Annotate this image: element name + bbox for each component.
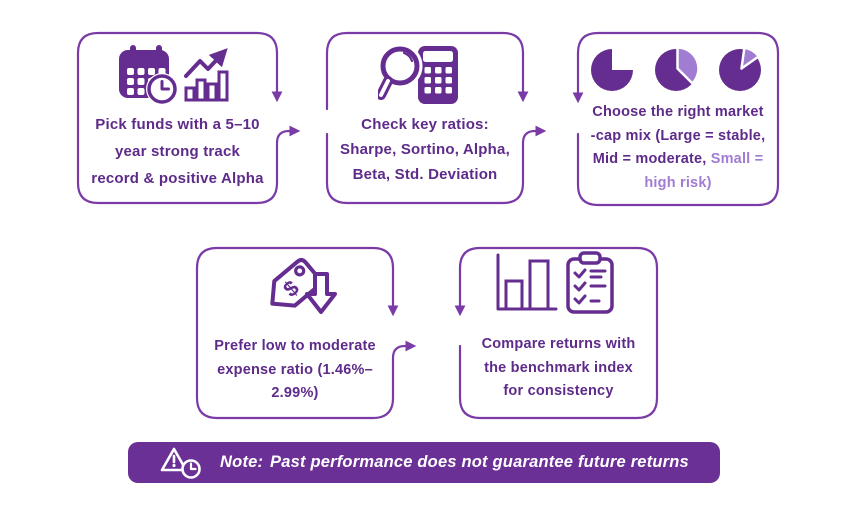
- step-card-5: Compare returns with the benchmark index…: [460, 248, 657, 418]
- text-segment: for consistency: [503, 383, 614, 399]
- step-1-caption: Pick funds with a 5–10 year strong track…: [78, 111, 277, 192]
- caption-line: for consistency: [460, 380, 657, 404]
- text-segment-light: high risk): [644, 174, 712, 191]
- text-segment-light: Small =: [710, 151, 764, 167]
- text-segment: -cap mix (Large = stable,: [590, 127, 766, 144]
- step-2-caption: Check key ratios: Sharpe, Sortino, Alpha…: [327, 112, 523, 187]
- text-segment: record & positive Alpha: [91, 170, 264, 187]
- step-4-caption: Prefer low to moderate expense ratio (1.…: [197, 335, 393, 406]
- text-segment: Compare returns with: [481, 336, 636, 352]
- card-2-down-arrow: [423, 31, 529, 103]
- caption-line: Sharpe, Sortino, Alpha,: [327, 137, 523, 162]
- card-5-border: [458, 246, 659, 420]
- card-1-border: [76, 31, 301, 205]
- checklist-clipboard-icon: [566, 251, 614, 314]
- note-banner: Note: Past performance does not guarante…: [128, 442, 720, 483]
- caption-line: expense ratio (1.46%–: [197, 359, 393, 383]
- caption-line: Check key ratios:: [327, 112, 523, 137]
- caption-line: Prefer low to moderate: [197, 335, 393, 359]
- step-3-caption: Choose the right market -cap mix (Large …: [578, 101, 778, 195]
- warning-clock-icon: [160, 447, 201, 479]
- card-2-border-top-left: [325, 31, 427, 111]
- text-segment: expense ratio (1.46%–: [217, 361, 373, 378]
- note-prefix: Note:: [220, 453, 264, 471]
- step-card-2: Check key ratios: Sharpe, Sortino, Alpha…: [327, 33, 523, 203]
- text-segment: year strong track: [114, 143, 241, 160]
- caption-line: the benchmark index: [460, 357, 657, 381]
- text-segment: Prefer low to moderate: [214, 338, 376, 354]
- text-segment: the benchmark index: [484, 359, 633, 376]
- pie-small-cap-icon: [719, 46, 761, 91]
- pie-mid-cap-icon: [655, 46, 700, 91]
- step-card-4: $ Prefer low to moderate expense ratio (…: [197, 248, 393, 418]
- text-segment: Pick funds with a 5–10: [95, 116, 260, 133]
- caption-line: Compare returns with: [460, 333, 657, 357]
- caption-line: high risk): [578, 172, 778, 196]
- card-3-border: [576, 31, 780, 207]
- step-card-1: Pick funds with a 5–10 year strong track…: [78, 33, 277, 203]
- caption-line: Beta, Std. Deviation: [327, 162, 523, 187]
- step-5-caption: Compare returns with the benchmark index…: [460, 333, 657, 404]
- card-2-border: [325, 125, 547, 205]
- caption-line: 2.99%): [197, 382, 393, 406]
- growth-chart-icon: [184, 48, 229, 102]
- text-segment: Check key ratios:: [361, 116, 489, 133]
- bar-chart-icon: [496, 253, 558, 311]
- text-segment: Beta, Std. Deviation: [352, 166, 498, 183]
- card-4-border: [195, 246, 417, 420]
- card-3-entry-arrow: [572, 31, 682, 104]
- caption-line: Choose the right market: [578, 101, 778, 125]
- text-segment: Sharpe, Sortino, Alpha,: [340, 141, 510, 158]
- caption-line: -cap mix (Large = stable,: [578, 125, 778, 149]
- note-text: Note: Past performance does not guarante…: [220, 453, 689, 472]
- caption-line: Mid = moderate, Small =: [578, 148, 778, 172]
- text-segment: Mid = moderate,: [592, 151, 711, 167]
- pie-large-cap-icon: [591, 46, 636, 91]
- card-4-down-arrow: [298, 246, 399, 317]
- text-segment: Choose the right market: [592, 104, 764, 120]
- price-tag-discount-icon: $: [270, 258, 337, 314]
- text-segment: 2.99%): [271, 385, 319, 401]
- caption-line: record & positive Alpha: [78, 165, 277, 192]
- magnifier-calculator-icon: [378, 43, 458, 104]
- note-body: Past performance does not guarantee futu…: [270, 453, 689, 471]
- calendar-clock-icon: [119, 43, 178, 105]
- caption-line: year strong track: [78, 138, 277, 165]
- caption-line: Pick funds with a 5–10: [78, 111, 277, 138]
- step-card-3: Choose the right market -cap mix (Large …: [578, 33, 778, 205]
- card-1-down-arrow: [198, 31, 283, 103]
- card-5-entry-arrow: [454, 246, 562, 317]
